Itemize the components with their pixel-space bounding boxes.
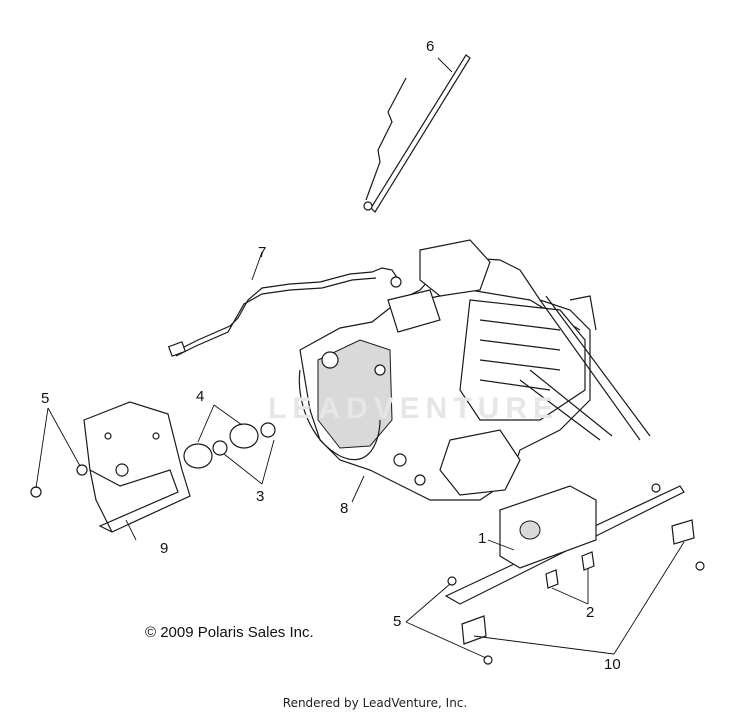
part-9-bracket[interactable] [83, 401, 191, 533]
part-4-isolators[interactable] [183, 423, 259, 469]
callout-10[interactable]: 10 [604, 656, 621, 673]
part-6-rod[interactable] [363, 54, 471, 213]
part-5-left-nuts[interactable] [30, 464, 88, 498]
part-3-washers[interactable] [212, 422, 276, 456]
callout-7[interactable]: 7 [258, 244, 267, 261]
callout-3[interactable]: 3 [256, 488, 265, 505]
leader-lines [35, 57, 685, 659]
part-1-mount-plate[interactable] [444, 485, 685, 605]
callout-5-bottom[interactable]: 5 [393, 613, 402, 630]
callout-5-left[interactable]: 5 [41, 390, 50, 407]
part-8-engine[interactable] [298, 239, 651, 501]
copyright-text: © 2009 Polaris Sales Inc. [145, 624, 314, 641]
watermark: LEADVENTURE [268, 392, 560, 425]
footer-credit: Rendered by LeadVenture, Inc. [282, 696, 468, 710]
part-5-bottom-nuts[interactable] [447, 483, 705, 665]
callout-1[interactable]: 1 [478, 530, 487, 547]
callout-4[interactable]: 4 [196, 388, 205, 405]
callout-8[interactable]: 8 [340, 500, 349, 517]
callout-2[interactable]: 2 [586, 604, 595, 621]
callout-6[interactable]: 6 [426, 38, 435, 55]
part-7-wire[interactable] [167, 267, 402, 357]
callout-9[interactable]: 9 [160, 540, 169, 557]
part-2-bolts[interactable] [545, 551, 595, 589]
